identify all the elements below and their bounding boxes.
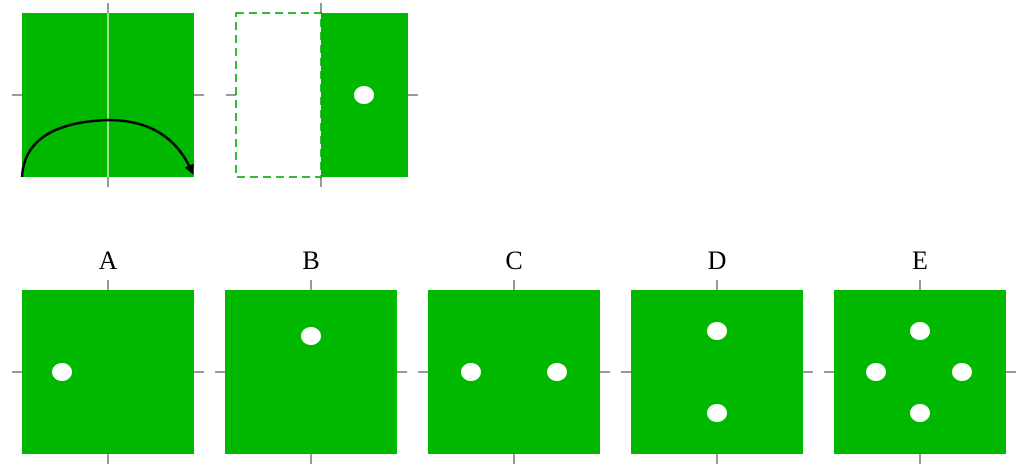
punched-hole [354, 86, 374, 104]
hole [910, 404, 930, 422]
option-sheet [834, 290, 1006, 454]
option-b[interactable] [215, 280, 407, 464]
hole [707, 322, 727, 340]
option-e[interactable] [824, 280, 1016, 464]
option-label-b: B [302, 246, 320, 275]
step-2-folded-sheet [226, 3, 418, 187]
hole [52, 363, 72, 381]
hole [547, 363, 567, 381]
option-c[interactable] [418, 280, 610, 464]
hole [707, 404, 727, 422]
option-label-a: A [98, 246, 118, 275]
fold-arrow-icon [20, 118, 194, 178]
option-label-c: C [505, 246, 523, 275]
option-label-d: D [707, 246, 727, 275]
option-sheet [225, 290, 397, 454]
hole [952, 363, 972, 381]
option-label-e: E [912, 246, 928, 275]
option-a[interactable] [12, 280, 204, 464]
hole [910, 322, 930, 340]
option-d[interactable] [621, 280, 813, 464]
option-sheet [428, 290, 600, 454]
hole [866, 363, 886, 381]
option-sheet [22, 290, 194, 454]
hole [301, 327, 321, 345]
option-sheet [631, 290, 803, 454]
hole [461, 363, 481, 381]
step-1-unfolded-sheet [12, 3, 204, 187]
folded-away-outline [235, 12, 322, 178]
